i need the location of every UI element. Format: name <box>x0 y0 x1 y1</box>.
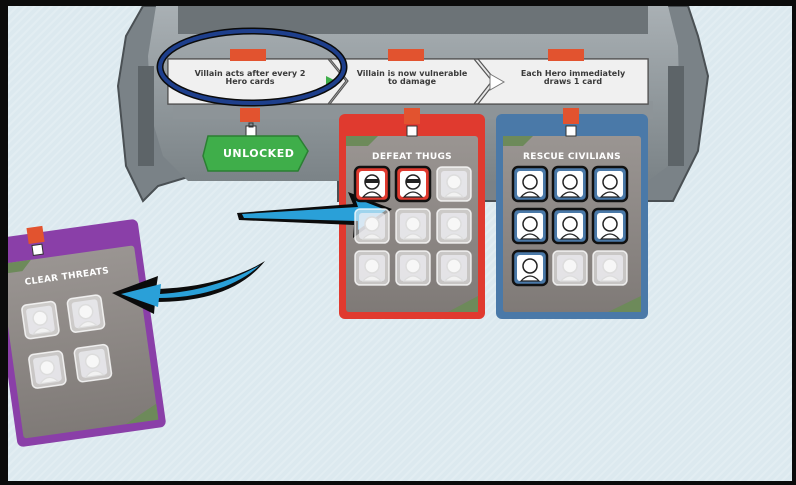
thug-slot <box>355 167 389 201</box>
unlocked-label: UNLOCKED <box>223 147 294 160</box>
thug-slot <box>355 209 389 243</box>
civilian-slot <box>553 251 587 285</box>
civilian-slot <box>513 167 547 201</box>
threat-slot <box>67 294 105 332</box>
defeat-thugs-title: DEFEAT THUGS <box>346 152 478 162</box>
thug-slot <box>396 167 430 201</box>
thug-slot <box>437 209 471 243</box>
civilian-slot <box>593 251 627 285</box>
threat-slot <box>74 344 112 382</box>
civilian-slot <box>513 209 547 243</box>
threat-slot <box>21 301 59 339</box>
civilian-slot <box>593 167 627 201</box>
thug-slot <box>396 251 430 285</box>
step-3-label: Each Hero immediately draws 1 card <box>508 70 638 87</box>
rescue-civilians-title: RESCUE CIVILIANS <box>503 152 641 162</box>
thug-slot <box>437 251 471 285</box>
threat-slot <box>28 350 66 388</box>
thug-slot <box>437 167 471 201</box>
civilian-slot <box>593 209 627 243</box>
civilian-slot <box>553 167 587 201</box>
step-2-label: Villain is now vulnerable to damage <box>352 70 472 87</box>
civilian-slot <box>553 209 587 243</box>
civilian-slot <box>513 251 547 285</box>
thug-slot <box>396 209 430 243</box>
thug-slot <box>355 251 389 285</box>
step-1-label: Villain acts after every 2 Hero cards <box>190 70 310 87</box>
